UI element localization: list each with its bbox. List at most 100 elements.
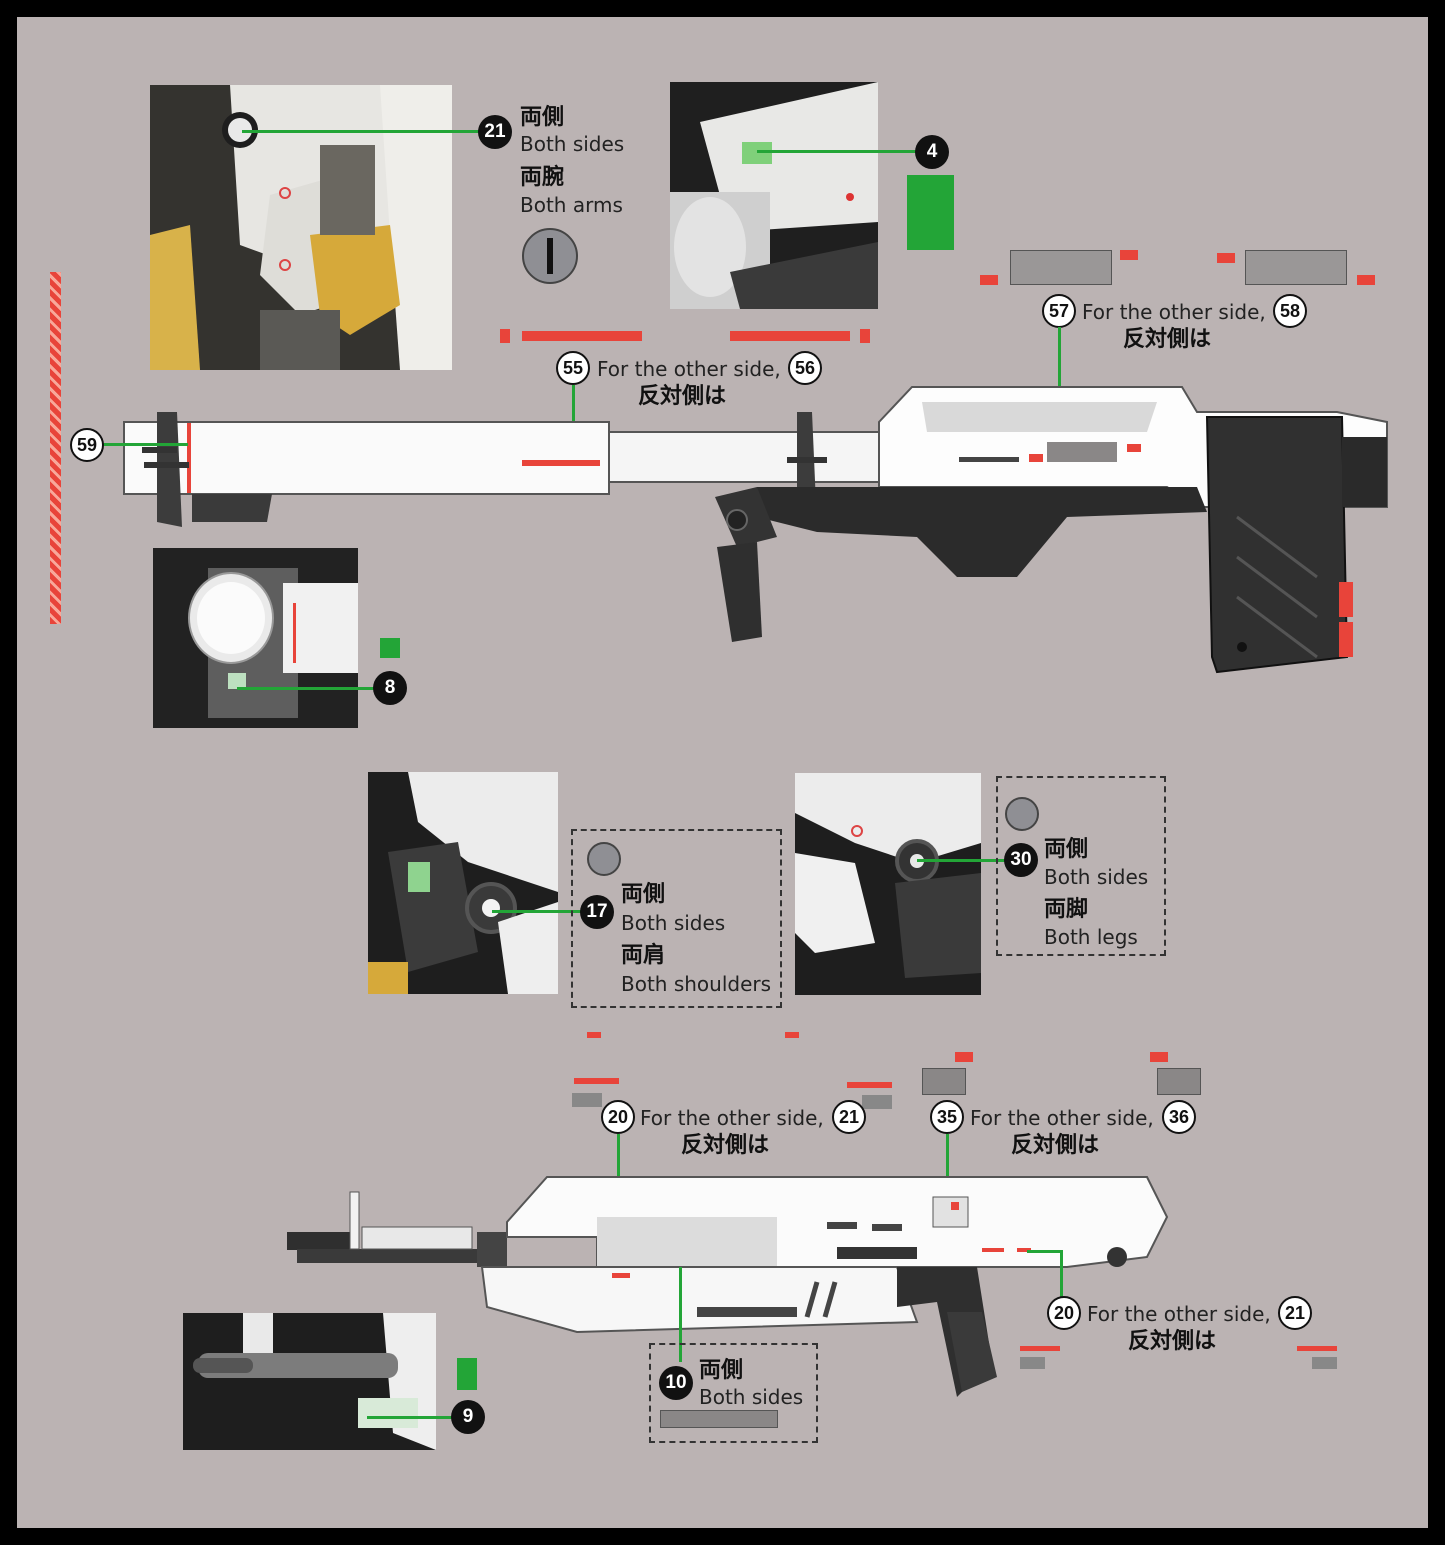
callout-30-en1: Both sides <box>1044 865 1149 889</box>
callout-30-jp2: 両脚 <box>1044 897 1089 922</box>
callout-20b-alt: 21 <box>1278 1296 1312 1330</box>
callout-55-text: For the other side, <box>597 357 781 381</box>
decal-red-thumb <box>1297 1346 1337 1351</box>
decal-grey-thumb <box>572 1093 602 1107</box>
leader-4 <box>757 150 917 153</box>
callout-21-badge: 21 <box>478 115 512 149</box>
callout-55-badge: 55 <box>556 351 590 385</box>
callout-36-badge: 36 <box>1162 1100 1196 1134</box>
leader-20b <box>1027 1250 1062 1253</box>
callout-30-en2: Both legs <box>1044 925 1138 949</box>
decal-red-thumb <box>522 331 642 341</box>
callout-57-text: For the other side, <box>1082 300 1266 324</box>
decal-green-4 <box>907 175 954 250</box>
bazooka-diagram <box>123 386 1388 674</box>
leader-35 <box>946 1134 949 1206</box>
callout-10-box <box>649 1343 818 1443</box>
decal-red-thumb <box>730 331 850 341</box>
decal-red-thumb <box>955 1052 973 1062</box>
decal-red-thumb <box>980 275 998 285</box>
callout-17-en2: Both shoulders <box>621 972 772 996</box>
callout-57-jp: 反対側は <box>1123 327 1212 352</box>
callout-56-badge: 56 <box>788 351 822 385</box>
callout-20a-jp: 反対側は <box>681 1133 770 1158</box>
decal-red-thumb <box>574 1078 619 1084</box>
leader-30 <box>917 859 1022 862</box>
callout-10-badge: 10 <box>659 1366 693 1400</box>
callout-30-box <box>996 776 1166 956</box>
photo-shoulder-detail <box>368 772 558 994</box>
callout-4-badge: 4 <box>915 135 949 169</box>
callout-17-jp2: 両肩 <box>621 943 666 968</box>
callout-17-en1: Both sides <box>621 911 726 935</box>
callout-21-en2: Both arms <box>520 193 623 217</box>
leg-illustration <box>795 773 981 995</box>
decal-red-thumb <box>860 329 870 343</box>
decal-grey-small <box>1005 797 1039 831</box>
callout-35-text: For the other side, <box>970 1106 1154 1130</box>
decal-red-thumb <box>1020 1346 1060 1351</box>
callout-20b-text: For the other side, <box>1087 1302 1271 1326</box>
shoulder-illustration <box>368 772 558 994</box>
decal-red-thumb <box>500 329 510 343</box>
photo-sensor-detail <box>670 82 878 309</box>
decal-grey-thumb <box>1157 1068 1201 1095</box>
leader-17 <box>492 910 602 913</box>
decal-red-thumb <box>1120 250 1138 260</box>
callout-55-jp: 反対側は <box>638 384 727 409</box>
decal-green-8 <box>380 638 400 658</box>
callout-17-jp1: 両側 <box>621 882 666 907</box>
leader-20b-v <box>1060 1250 1063 1298</box>
callout-35-jp: 反対側は <box>1011 1133 1100 1158</box>
callout-9-badge: 9 <box>451 1400 485 1434</box>
beam-rifle-diagram <box>287 1176 1169 1397</box>
decal-red-thumb <box>1150 1052 1168 1062</box>
leader-9 <box>367 1416 457 1419</box>
decal-grey-thumb <box>862 1095 892 1109</box>
muzzle-illustration <box>153 548 358 728</box>
decal-red-thumb <box>587 1032 601 1038</box>
photo-muzzle-detail <box>153 548 358 728</box>
callout-17-badge: 17 <box>580 895 614 929</box>
callout-8-badge: 8 <box>373 671 407 705</box>
callout-10-jp1: 両側 <box>699 1358 744 1383</box>
callout-20a-badge: 20 <box>601 1100 635 1134</box>
decal-grey-round <box>522 228 578 284</box>
callout-20b-jp: 反対側は <box>1128 1329 1217 1354</box>
decal-red-thumb <box>1357 275 1375 285</box>
decal-grey-thumb <box>1245 250 1347 285</box>
decal-grey-thumb <box>922 1068 966 1095</box>
callout-20a-alt: 21 <box>832 1100 866 1134</box>
decal-grey-thumb <box>1312 1357 1337 1369</box>
photo-barrel-detail <box>183 1313 436 1450</box>
decal-red-thumb <box>1217 253 1235 263</box>
callout-20a-text: For the other side, <box>640 1106 824 1130</box>
decal-green-9 <box>457 1358 477 1390</box>
callout-58-badge: 58 <box>1273 294 1307 328</box>
decal-red-stripe-vertical <box>50 272 61 624</box>
barrel-illustration <box>183 1313 436 1450</box>
leader-59 <box>103 443 188 446</box>
callout-20b-badge: 20 <box>1047 1296 1081 1330</box>
leader-10 <box>679 1267 682 1362</box>
callout-35-badge: 35 <box>930 1100 964 1134</box>
decal-grey-thumb <box>1010 250 1112 285</box>
decal-red-thumb <box>785 1032 799 1038</box>
decal-grey-small <box>587 842 621 876</box>
callout-30-badge: 30 <box>1004 843 1038 877</box>
callout-57-badge: 57 <box>1042 294 1076 328</box>
callout-21-jp1: 両側 <box>520 105 565 130</box>
photo-leg-detail <box>795 773 981 995</box>
sensor-illustration <box>670 82 878 309</box>
callout-10-en1: Both sides <box>699 1385 804 1409</box>
callout-59-badge: 59 <box>70 428 104 462</box>
decal-grey-strip <box>660 1410 778 1428</box>
instruction-sheet: 21 両側 Both sides 両腕 Both arms 4 57 For t… <box>17 17 1428 1528</box>
callout-21-en1: Both sides <box>520 132 625 156</box>
callout-30-jp1: 両側 <box>1044 837 1089 862</box>
callout-21-jp2: 両腕 <box>520 165 565 190</box>
leader-21 <box>242 130 480 133</box>
decal-red-thumb <box>847 1082 892 1088</box>
decal-grey-thumb <box>1020 1357 1045 1369</box>
callout-17-box <box>571 829 782 1008</box>
